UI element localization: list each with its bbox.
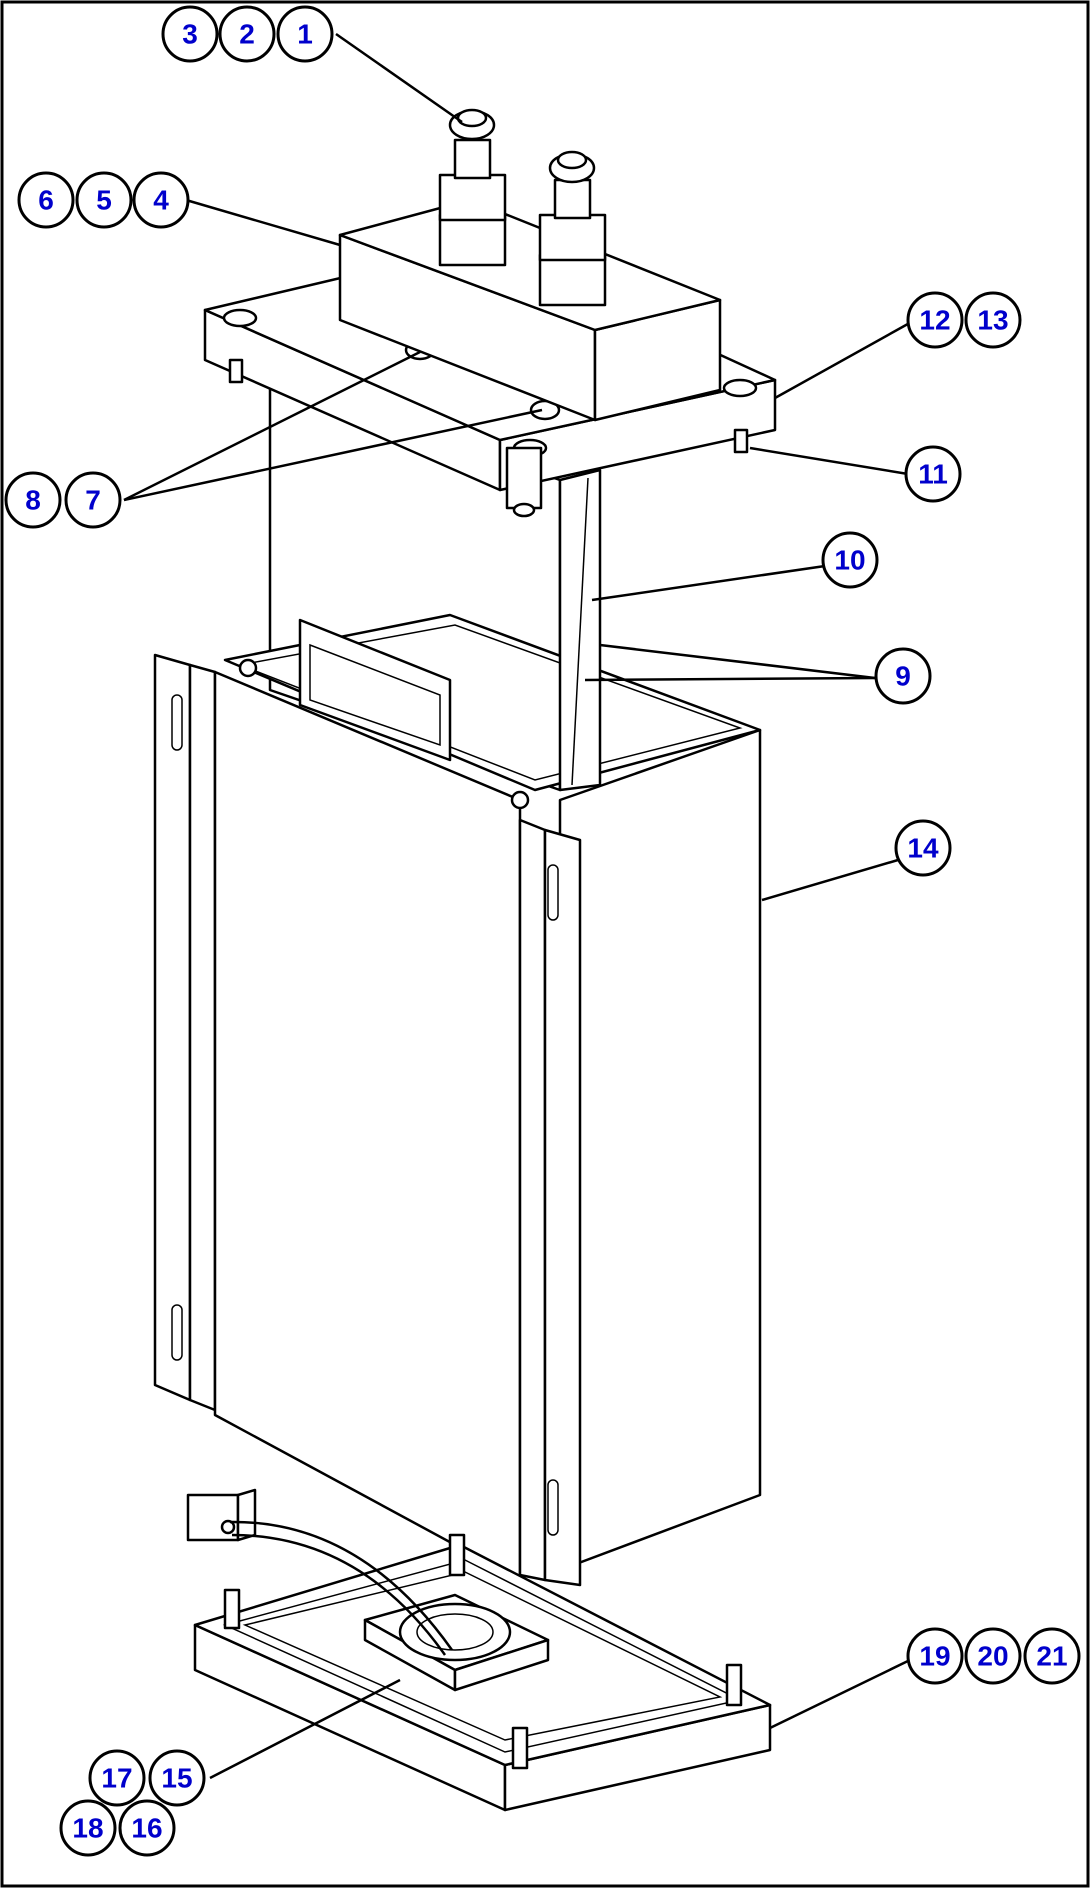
svg-text:1: 1 xyxy=(297,19,313,50)
svg-text:15: 15 xyxy=(161,1763,192,1794)
terminal-post-left xyxy=(438,108,507,267)
callout-3: 3 xyxy=(161,5,219,63)
callout-13: 13 xyxy=(964,291,1022,349)
callout-10: 10 xyxy=(821,531,879,589)
svg-text:11: 11 xyxy=(918,459,948,490)
callout-12: 12 xyxy=(906,291,964,349)
base-tray xyxy=(193,1533,772,1812)
svg-text:7: 7 xyxy=(85,485,101,516)
enclosure-body xyxy=(153,378,762,1587)
callout-4: 4 xyxy=(132,171,190,229)
callout-18: 18 xyxy=(59,1799,117,1857)
terminal-post-right xyxy=(538,150,607,307)
svg-text:12: 12 xyxy=(919,305,950,336)
svg-text:2: 2 xyxy=(239,19,255,50)
svg-text:20: 20 xyxy=(977,1641,1008,1672)
callout-8: 8 xyxy=(4,471,62,529)
callout-21: 21 xyxy=(1023,1627,1081,1685)
svg-text:16: 16 xyxy=(131,1813,162,1844)
terminal-block xyxy=(338,198,722,422)
svg-text:19: 19 xyxy=(919,1641,950,1672)
callout-1: 1 xyxy=(276,5,334,63)
callout-2: 2 xyxy=(218,5,276,63)
connector-cable xyxy=(186,1488,454,1656)
callout-9: 9 xyxy=(874,647,932,705)
callout-11: 11 xyxy=(904,445,962,503)
bracket-strip xyxy=(558,468,602,792)
svg-text:3: 3 xyxy=(182,19,198,50)
svg-text:5: 5 xyxy=(96,185,112,216)
svg-text:6: 6 xyxy=(38,185,54,216)
svg-text:17: 17 xyxy=(101,1763,132,1794)
callout-15: 15 xyxy=(148,1749,206,1807)
svg-text:18: 18 xyxy=(72,1813,103,1844)
callout-6: 6 xyxy=(17,171,75,229)
svg-text:8: 8 xyxy=(25,485,41,516)
callout-17: 17 xyxy=(88,1749,146,1807)
svg-text:9: 9 xyxy=(895,661,911,692)
callout-16: 16 xyxy=(118,1799,176,1857)
svg-text:14: 14 xyxy=(907,833,939,864)
callout-14: 14 xyxy=(894,819,952,877)
svg-text:10: 10 xyxy=(834,545,865,576)
svg-text:13: 13 xyxy=(977,305,1008,336)
svg-text:21: 21 xyxy=(1036,1641,1067,1672)
callout-20: 20 xyxy=(964,1627,1022,1685)
callout-7: 7 xyxy=(64,471,122,529)
callout-19: 19 xyxy=(906,1627,964,1685)
svg-text:4: 4 xyxy=(153,185,169,216)
leader-lines xyxy=(123,32,916,1780)
callout-5: 5 xyxy=(75,171,133,229)
